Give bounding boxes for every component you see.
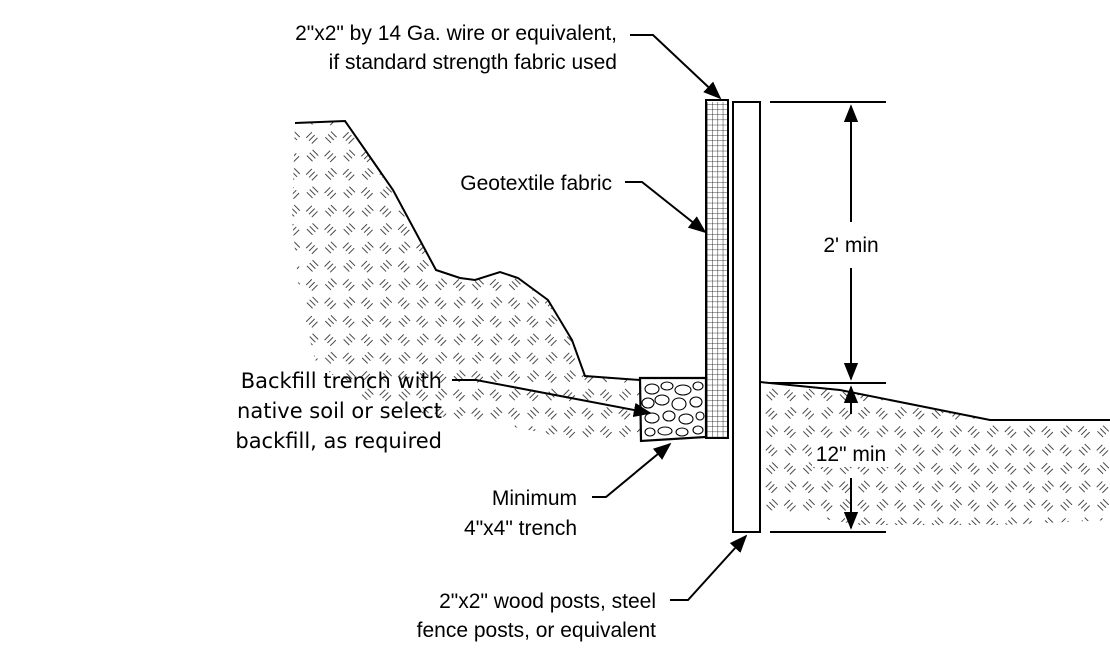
- label-trench: Minimum 4"x4" trench: [464, 487, 577, 540]
- label-wire-line-2: if standard strength fabric used: [329, 51, 617, 74]
- dim-embedment-group: 12" min: [812, 441, 892, 467]
- label-trench-line-2: 4"x4" trench: [464, 517, 577, 540]
- dim-embedment: 12" min: [816, 443, 887, 466]
- label-backfill-line-2: native soil or select: [237, 399, 442, 423]
- label-wire-line-1: 2"x2" by 14 Ga. wire or equivalent,: [295, 22, 617, 45]
- trench-backfill: [638, 376, 708, 443]
- label-posts-line-2: fence posts, or equivalent: [417, 619, 656, 642]
- label-geotextile: Geotextile fabric: [460, 172, 612, 195]
- upslope-ground-line: [294, 119, 641, 381]
- dim-above-ground: 2' min: [823, 234, 878, 257]
- fence-post: [732, 101, 761, 533]
- downslope-ground-line: [759, 381, 1110, 421]
- label-posts: 2"x2" wood posts, steel fence posts, or …: [417, 590, 656, 642]
- downslope-soil: [733, 382, 1110, 525]
- dimension-lines: [770, 101, 886, 533]
- wire-mesh-fabric: [705, 99, 729, 439]
- label-wire: 2"x2" by 14 Ga. wire or equivalent, if s…: [295, 22, 617, 74]
- label-backfill-line-3: backfill, as required: [235, 429, 442, 453]
- leader-lines: [452, 34, 748, 601]
- label-trench-line-1: Minimum: [492, 487, 577, 510]
- upslope-soil: [292, 121, 640, 440]
- label-posts-line-1: 2"x2" wood posts, steel: [439, 590, 656, 613]
- label-backfill-line-1: Backfill trench with: [241, 369, 442, 393]
- label-backfill: Backfill trench with native soil or sele…: [235, 369, 442, 453]
